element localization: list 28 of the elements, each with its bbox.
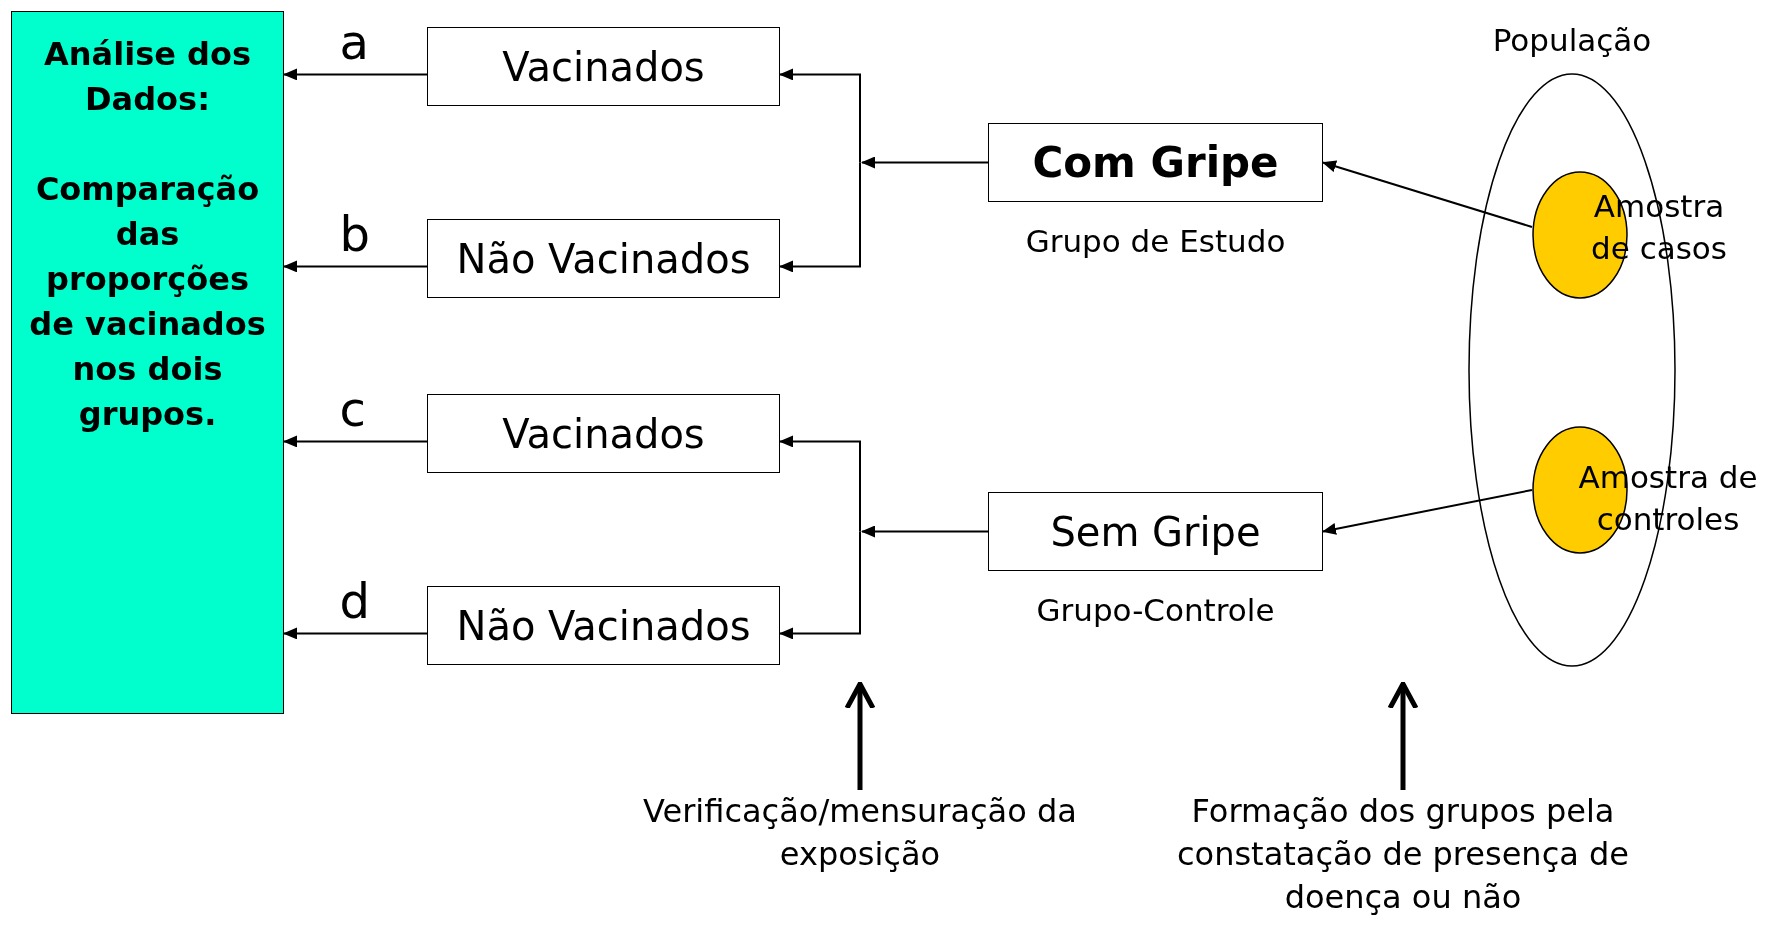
heading-text: População	[1491, 21, 1653, 60]
arrow	[283, 260, 428, 273]
panel-text: Comparação das proporções de vacinados nos dois grupos.	[28, 169, 267, 435]
arrow	[1322, 160, 1533, 228]
label-box: Vacinados	[427, 27, 780, 106]
arrow	[283, 435, 428, 448]
analysis-panel	[11, 11, 284, 714]
arrow	[283, 627, 428, 640]
arrow	[283, 68, 428, 81]
group-caption: Grupo de Estudo	[1024, 222, 1287, 261]
label-box: Vacinados	[427, 394, 780, 473]
group-caption: Grupo-Controle	[1035, 591, 1276, 630]
label-box: Não Vacinados	[427, 586, 780, 665]
label-box: Não Vacinados	[427, 219, 780, 298]
label-box: Com Gripe	[988, 123, 1323, 202]
panel-text: Análise dos Dados:	[43, 34, 252, 120]
arrow	[779, 161, 861, 273]
arrow	[779, 68, 861, 164]
arrow	[1322, 489, 1533, 535]
note-text: Verificação/mensuração da exposição	[630, 790, 1090, 886]
arrow	[1387, 681, 1419, 790]
arrow	[861, 525, 989, 538]
arrow	[779, 435, 861, 533]
arrow	[779, 530, 861, 640]
arrow	[844, 681, 876, 790]
note-text: Formação dos grupos pela constatação de presença de doença ou não	[1140, 790, 1666, 926]
label-box: Sem Gripe	[988, 492, 1323, 571]
arrow	[861, 156, 989, 169]
